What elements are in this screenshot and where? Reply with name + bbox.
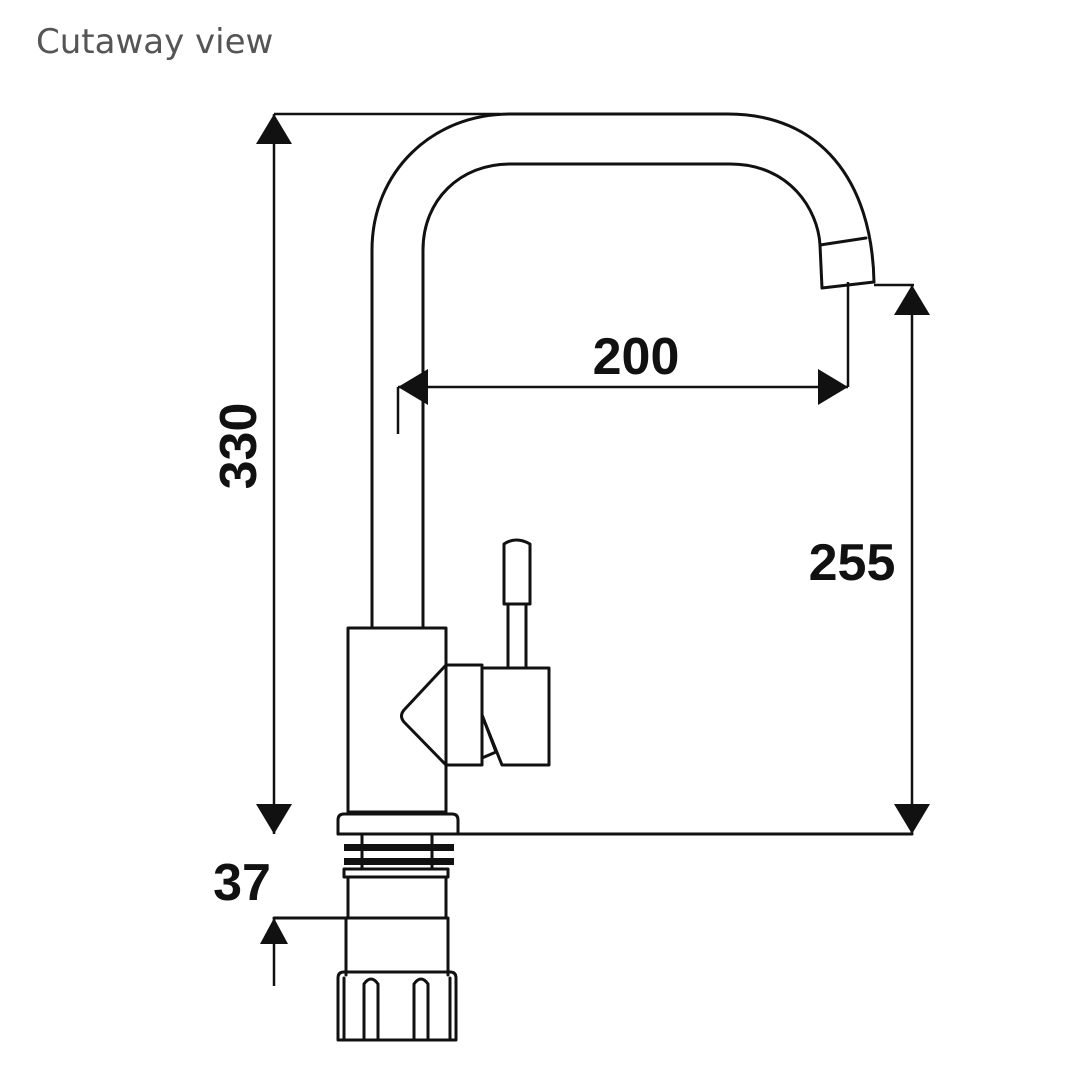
dimension-spout-reach: 200 — [396, 282, 850, 434]
faucet-spout — [370, 112, 876, 630]
mounting-base — [272, 812, 914, 1042]
label-spout-reach: 200 — [593, 328, 680, 386]
label-height-total: 330 — [210, 403, 268, 490]
label-base: 37 — [213, 854, 271, 912]
dimension-spout-height: 255 — [809, 283, 930, 834]
diagram-title: Cutaway view — [36, 22, 274, 62]
label-spout-height: 255 — [809, 534, 896, 592]
mixer-body — [346, 538, 551, 814]
dimension-base: 37 — [213, 854, 288, 986]
dimension-height-total: 330 — [210, 112, 500, 834]
